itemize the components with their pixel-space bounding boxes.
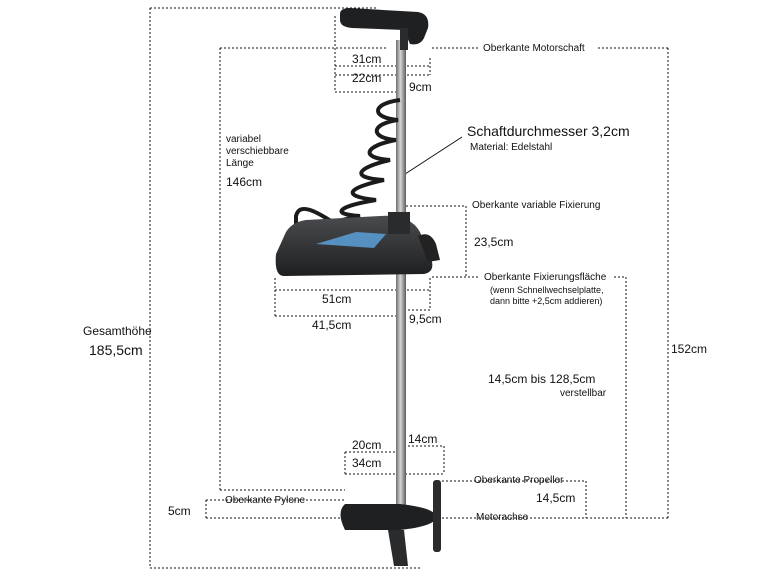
motor-length-label: 34cm [352,456,382,470]
total-152-label: 152cm [671,342,708,356]
mount-height-label: 23,5cm [474,235,514,249]
mount-depth-label: 41,5cm [312,318,352,332]
propeller-axis-label: 14,5cm [536,491,576,505]
shaft-material-label: Material: Edelstahl [470,142,553,153]
display-screen [316,232,386,248]
motor-axis-label: Motorachse [476,512,529,523]
fixing-surface-label: Oberkante Fixierungsfläche [484,272,607,283]
top-propeller-label: Oberkante Propeller [474,475,564,486]
motor-offset-label: 14cm [408,432,438,446]
top-pylon-label: Oberkante Pylone [225,495,306,506]
shaft-variable-length: 146cm [226,175,263,189]
pylon-height-label: 5cm [168,504,191,518]
motor-pod [340,504,436,530]
top-motor-shaft-label: Oberkante Motorschaft [483,43,585,54]
shaft-diameter-label: Schaftdurchmesser 3,2cm [467,123,630,139]
adjustable-range-label: 14,5cm bis 128,5cm [488,372,596,386]
motor-shaft [396,40,406,510]
adjustable-label: verstellbar [560,388,607,399]
shaft-variable-note: variabel verschiebbare Länge [226,134,289,169]
overall-height-value: 185,5cm [89,342,143,358]
tiller-handle [340,8,429,45]
shaft-leader-line [401,136,463,177]
motor-front-label: 20cm [352,438,382,452]
mount-width-label: 51cm [322,292,352,306]
handle-offset-label: 9cm [409,80,432,94]
fixing-surface-note: (wenn Schnellwechselplatte, dann bitte +… [490,285,604,306]
mount-offset-label: 9,5cm [409,312,442,326]
handle-width-label: 31cm [352,52,382,66]
variable-fixing-label: Oberkante variable Fixierung [472,200,601,211]
overall-height-title: Gesamthöhe [83,324,152,338]
handle-depth-label: 22cm [352,71,382,85]
skeg [388,530,408,566]
propeller [433,480,441,552]
